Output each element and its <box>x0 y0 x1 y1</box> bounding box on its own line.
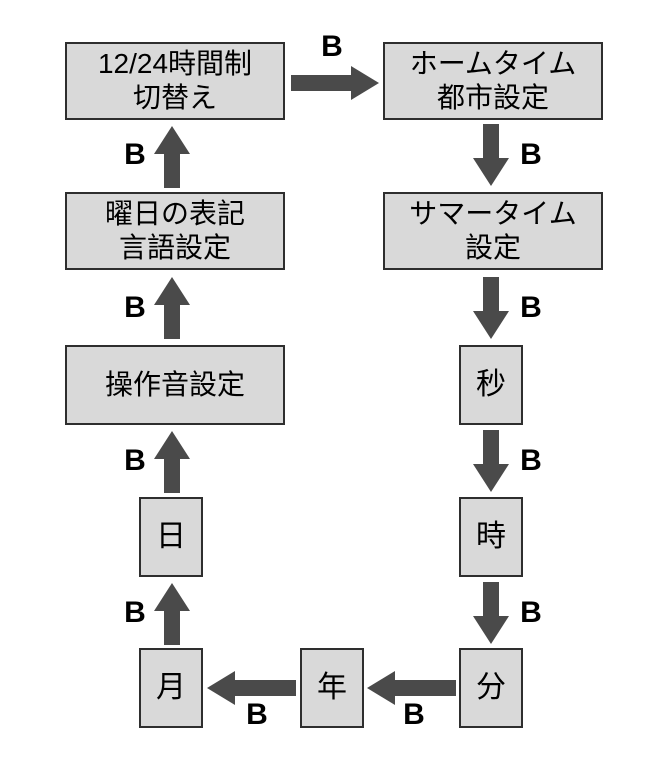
arrow-head-up-icon <box>154 431 190 459</box>
arrow-month-to-day <box>154 583 190 645</box>
arrow-head-up-icon <box>154 126 190 154</box>
arrow-shaft <box>164 459 180 493</box>
node-summer-time: サマータイム 設定 <box>383 192 603 270</box>
arrow-head-up-icon <box>154 583 190 611</box>
node-weekday-language: 曜日の表記 言語設定 <box>65 192 285 270</box>
arrow-head-left-icon <box>367 671 395 705</box>
arrow-shaft <box>233 680 296 696</box>
arrow-head-down-icon <box>473 311 509 339</box>
arrow-shaft <box>483 124 499 160</box>
arrow-shaft <box>483 430 499 466</box>
arrow-label-b: B <box>520 444 542 477</box>
arrow-shaft <box>164 305 180 339</box>
node-year: 年 <box>300 648 364 728</box>
arrow-label-b: B <box>403 698 425 731</box>
arrow-shaft <box>483 582 499 618</box>
node-12-24-hour-switch: 12/24時間制 切替え <box>65 42 285 120</box>
arrow-head-right-icon <box>351 66 379 100</box>
arrow-label-b: B <box>520 596 542 629</box>
node-minute: 分 <box>459 648 523 728</box>
node-key-tone: 操作音設定 <box>65 345 285 425</box>
arrow-minute-to-year <box>367 671 456 705</box>
arrow-shaft <box>164 154 180 188</box>
node-month: 月 <box>139 648 203 728</box>
node-hour: 時 <box>459 497 523 577</box>
arrow-home-city-to-summer-time <box>473 124 509 186</box>
arrow-label-b: B <box>246 698 268 731</box>
arrow-year-to-month <box>207 671 296 705</box>
arrow-head-down-icon <box>473 616 509 644</box>
arrow-shaft <box>393 680 456 696</box>
arrow-day-to-key-tone <box>154 431 190 493</box>
arrow-label-b: B <box>124 291 146 324</box>
arrow-label-b: B <box>520 291 542 324</box>
arrow-shaft <box>164 611 180 645</box>
arrow-shaft <box>483 277 499 313</box>
arrow-label-b: B <box>124 444 146 477</box>
arrow-seconds-to-hour <box>473 430 509 492</box>
arrow-label-b: B <box>520 138 542 171</box>
arrow-weekday-language-to-time-format <box>154 126 190 188</box>
node-home-time-city: ホームタイム 都市設定 <box>383 42 603 120</box>
arrow-label-b: B <box>124 596 146 629</box>
arrow-time-format-to-home-city <box>291 66 379 100</box>
node-seconds: 秒 <box>459 345 523 425</box>
arrow-hour-to-minute <box>473 582 509 644</box>
arrow-head-left-icon <box>207 671 235 705</box>
arrow-head-up-icon <box>154 277 190 305</box>
arrow-head-down-icon <box>473 158 509 186</box>
arrow-shaft <box>291 75 353 91</box>
arrow-label-b: B <box>124 138 146 171</box>
arrow-head-down-icon <box>473 464 509 492</box>
node-day: 日 <box>139 497 203 577</box>
arrow-label-b: B <box>321 30 343 63</box>
arrow-key-tone-to-weekday-language <box>154 277 190 339</box>
arrow-summer-time-to-seconds <box>473 277 509 339</box>
